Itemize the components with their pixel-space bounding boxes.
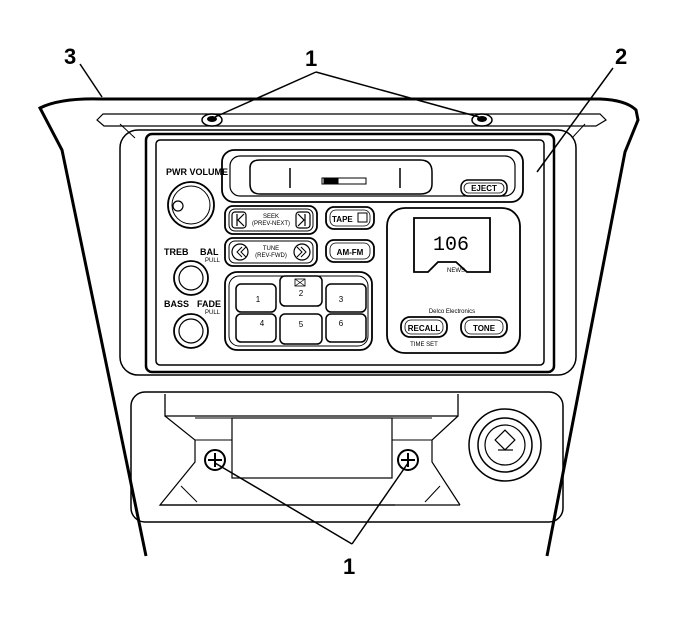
news-label: NEWS — [447, 268, 465, 274]
callout-1-top: 1 — [305, 46, 317, 71]
preset-button-1[interactable]: 1 — [235, 283, 277, 313]
seek-button[interactable]: SEEK (PREV-NEXT) — [224, 205, 318, 235]
preset-button-2[interactable]: 2 — [279, 275, 323, 307]
trim-panel — [37, 97, 640, 557]
frequency-readout: 106 — [433, 234, 469, 257]
preset-button-6[interactable]: 6 — [325, 313, 367, 343]
preset-1-label: 1 — [256, 295, 261, 304]
brand-label: Delco Electronics — [429, 309, 475, 315]
recall-label: RECALL — [408, 324, 441, 333]
fade-label: FADE — [197, 299, 221, 309]
screw-left — [204, 449, 226, 471]
bass-fade-knob[interactable] — [173, 313, 209, 349]
pwr-volume-label: PWR VOLUME — [166, 167, 228, 177]
seek-next-icon — [297, 213, 306, 227]
preset-button-4[interactable]: 4 — [235, 313, 277, 343]
tape-button[interactable]: TAPE — [325, 206, 375, 230]
eject-button[interactable]: EJECT — [460, 179, 508, 197]
treb-label: TREB — [164, 247, 189, 257]
bal-label: BAL — [200, 247, 219, 257]
scan-icon — [294, 278, 306, 287]
bal-pull-label: PULL — [205, 258, 221, 264]
seek-sub-label: (PREV-NEXT) — [252, 221, 290, 227]
cassette-door — [221, 149, 524, 203]
preset-2-label: 2 — [299, 289, 304, 298]
tune-fwd-icon — [296, 246, 307, 258]
leader-lines — [79, 63, 614, 545]
recall-button[interactable]: RECALL — [400, 316, 448, 338]
tone-label: TONE — [473, 324, 496, 333]
tune-sub-label: (REV-FWD) — [255, 253, 287, 259]
callout-1-bottom: 1 — [343, 554, 355, 579]
time-set-label: TIME SET — [410, 342, 438, 348]
preset-button-3[interactable]: 3 — [325, 283, 367, 313]
treble-balance-knob[interactable] — [173, 260, 209, 296]
fade-pull-label: PULL — [205, 310, 221, 316]
preset-4-label: 4 — [260, 319, 265, 328]
callout-2: 2 — [615, 44, 627, 69]
eject-label: EJECT — [471, 184, 497, 193]
am-fm-button[interactable]: AM-FM — [325, 239, 375, 263]
callout-3: 3 — [64, 44, 76, 69]
lower-console — [130, 391, 564, 523]
bass-label: BASS — [164, 299, 189, 309]
display-panel: 106 NEWS Delco Electronics — [386, 207, 521, 354]
tone-button[interactable]: TONE — [460, 316, 508, 338]
seek-prev-icon — [236, 213, 245, 227]
radio-bezel — [119, 129, 577, 376]
tape-icon — [357, 212, 368, 223]
am-fm-label: AM-FM — [337, 248, 364, 257]
tape-label: TAPE — [332, 215, 353, 224]
tune-rev-icon — [236, 246, 247, 258]
preset-3-label: 3 — [339, 295, 344, 304]
preset-button-5[interactable]: 5 — [279, 313, 323, 345]
seek-label: SEEK — [263, 214, 279, 220]
screw-right — [397, 449, 419, 471]
volume-knob[interactable] — [167, 181, 215, 229]
lighter-icon — [494, 429, 516, 451]
preset-5-label: 5 — [299, 320, 304, 329]
tune-button[interactable]: TUNE (REV-FWD) — [224, 237, 318, 267]
mounting-hole-left — [201, 113, 223, 127]
cigarette-lighter[interactable] — [468, 408, 542, 482]
tune-label: TUNE — [263, 246, 279, 252]
preset-6-label: 6 — [339, 319, 344, 328]
